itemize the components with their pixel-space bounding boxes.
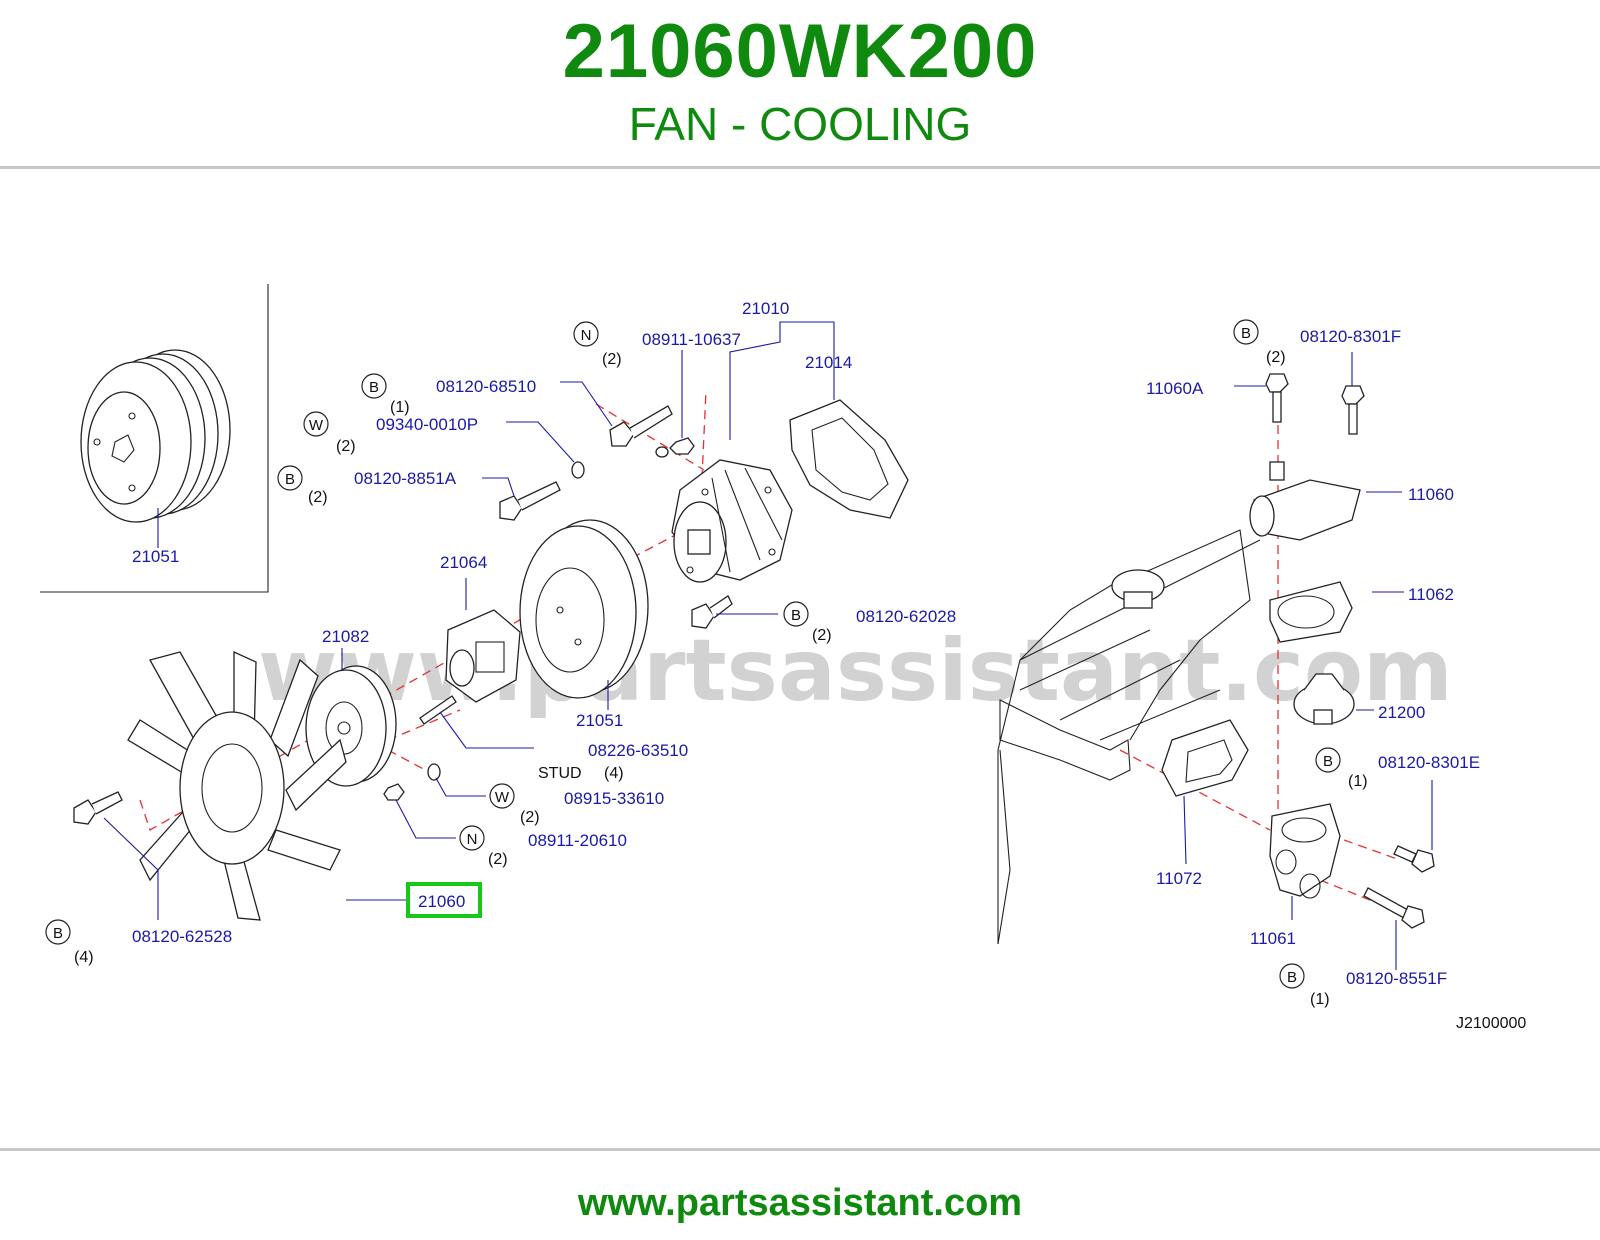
- label-11062: 11062: [1408, 585, 1454, 604]
- nut-symbol-1: [573, 321, 599, 347]
- qty-stud: (4): [604, 765, 624, 782]
- qty-bolt-2: (2): [308, 489, 328, 506]
- svg-text:N: N: [467, 831, 478, 848]
- washer-symbol-2: [489, 783, 515, 809]
- svg-text:B: B: [285, 471, 295, 488]
- part-number: 21060WK200: [562, 9, 1038, 94]
- qty-bolt-5: (2): [1266, 349, 1286, 366]
- washer-08915-drawing: [427, 763, 441, 781]
- svg-text:W: W: [309, 417, 324, 434]
- footer-url[interactable]: www.partsassistant.com: [577, 1182, 1023, 1224]
- qty-bolt-6: (1): [1348, 773, 1368, 790]
- label-11060A: 11060A: [1146, 379, 1204, 398]
- spacer-21064-drawing: [445, 609, 521, 703]
- svg-text:B: B: [1323, 753, 1333, 770]
- pulley-inset-drawing: [80, 349, 231, 523]
- label-08120-8851A: 08120-8851A: [354, 469, 457, 488]
- label-09340-0010P: 09340-0010P: [376, 415, 478, 434]
- label-08911-20610: 08911-20610: [528, 831, 627, 850]
- bolt-symbol-5: [1233, 319, 1259, 345]
- label-21064: 21064: [440, 553, 487, 572]
- label-11072: 11072: [1156, 869, 1202, 888]
- washer-09340-drawing: [571, 461, 585, 479]
- engine-block-drawing: [997, 529, 1261, 945]
- label-21060: 21060: [418, 892, 465, 911]
- bolt-11060A-drawing: [1265, 373, 1289, 423]
- label-08120-62028: 08120-62028: [856, 607, 956, 626]
- bolt-symbol-2: [277, 465, 303, 491]
- stud-text: STUD: [538, 765, 582, 782]
- svg-text:B: B: [53, 925, 63, 942]
- nut-symbol-1-text: N: [581, 327, 592, 344]
- water-inlet-11061-drawing: [1269, 803, 1341, 899]
- thermostat-21200-drawing: [1293, 673, 1355, 725]
- bolt-symbol-6: [1315, 747, 1341, 773]
- footer-divider: [0, 1148, 1600, 1151]
- water-outlet-11060-drawing: [1249, 461, 1361, 541]
- svg-text:W: W: [495, 789, 510, 806]
- qty-washer-2: (2): [520, 809, 540, 826]
- nut-08911-10637-drawing: [655, 437, 695, 458]
- label-08120-8551F: 08120-8551F: [1346, 969, 1447, 988]
- inset-frame: [40, 284, 269, 593]
- stud-drawing: [419, 695, 457, 725]
- qty-bolt-4: (4): [74, 949, 94, 966]
- bolt-08120-62528-drawing: [73, 791, 123, 825]
- gasket-21014-drawing: [789, 399, 909, 519]
- label-21082: 21082: [322, 627, 369, 646]
- washer-symbol-1: [303, 411, 329, 437]
- gasket-11062-drawing: [1269, 581, 1353, 643]
- water-pump-drawing: [671, 459, 793, 583]
- label-08911-10637: 08911-10637: [642, 330, 741, 349]
- pulley-21051-drawing: [519, 519, 649, 699]
- svg-text:B: B: [369, 379, 379, 396]
- parts-diagram: www.partsassistant.com 21051 21010 2: [40, 284, 1526, 1032]
- fan-blade-21060-drawing: [127, 650, 347, 921]
- bolt-08120-62028-drawing: [691, 595, 733, 629]
- label-11061: 11061: [1250, 929, 1296, 948]
- qty-bolt-7: (1): [1310, 991, 1330, 1008]
- bolt-symbol-1: [361, 373, 387, 399]
- qty-bolt-1: (1): [390, 399, 410, 416]
- label-21200: 21200: [1378, 703, 1425, 722]
- label-21010: 21010: [742, 299, 789, 318]
- label-08915-33610: 08915-33610: [564, 789, 664, 808]
- gasket-11072-drawing: [1161, 719, 1249, 797]
- bolt-08120-8551F-drawing: [1363, 887, 1425, 929]
- bolt-symbol-4: [45, 919, 71, 945]
- bolt-08120-68510-drawing: [609, 405, 673, 447]
- label-21051: 21051: [576, 711, 623, 730]
- svg-text:B: B: [1241, 325, 1251, 342]
- part-title: FAN - COOLING: [628, 98, 972, 150]
- diagram-code: J2100000: [1456, 1015, 1526, 1032]
- label-08120-68510: 08120-68510: [436, 377, 536, 396]
- header-divider: [0, 166, 1600, 169]
- nut-symbol-2: [459, 825, 485, 851]
- label-11060: 11060: [1408, 485, 1454, 504]
- bolt-08120-8851A-drawing: [499, 481, 561, 521]
- leader-21010: [729, 321, 835, 440]
- highlight-box-21060: [406, 882, 482, 918]
- page-header: 21060WK200 FAN - COOLING: [0, 0, 1600, 168]
- label-21014: 21014: [805, 353, 852, 372]
- nut-08911-20610-drawing: [383, 783, 405, 801]
- bolt-08120-8301F-drawing: [1341, 385, 1365, 435]
- label-08226-63510: 08226-63510: [588, 741, 688, 760]
- bolt-symbol-3: [783, 601, 809, 627]
- bolt-08120-8301E-drawing: [1393, 845, 1435, 873]
- svg-text:B: B: [791, 607, 801, 624]
- label-21051-inset: 21051: [132, 547, 179, 566]
- qty-bolt-3: (2): [812, 627, 832, 644]
- label-08120-8301F: 08120-8301F: [1300, 327, 1401, 346]
- label-08120-62528: 08120-62528: [132, 927, 232, 946]
- bolt-symbol-7: [1279, 963, 1305, 989]
- qty-nut-2: (2): [488, 851, 508, 868]
- qty-nut-1: (2): [602, 351, 622, 368]
- qty-washer-1: (2): [336, 438, 356, 455]
- label-08120-8301E: 08120-8301E: [1378, 753, 1480, 772]
- svg-text:B: B: [1287, 969, 1297, 986]
